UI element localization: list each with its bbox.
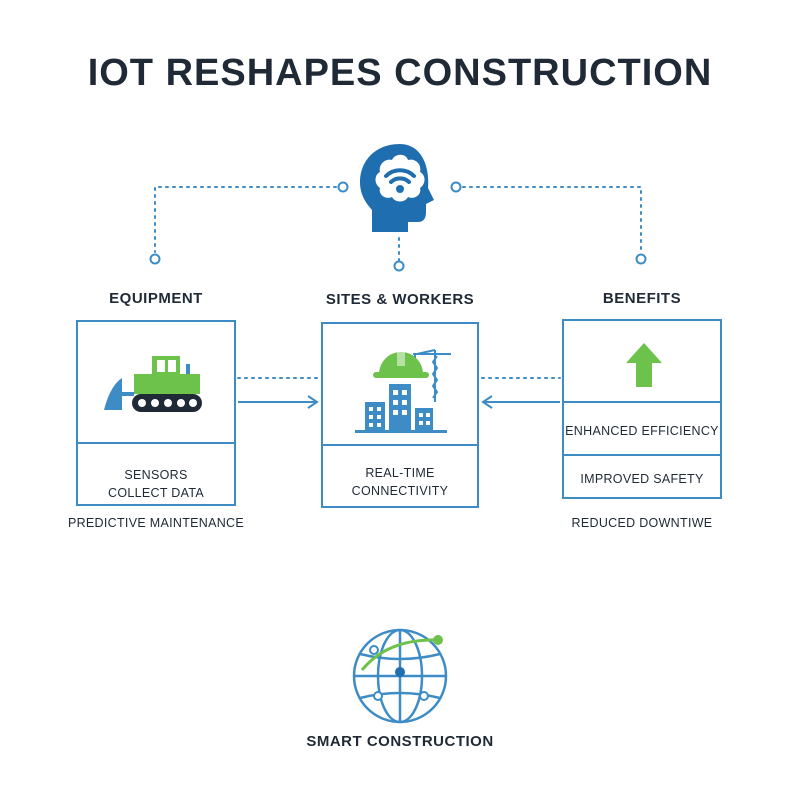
sites-divider (323, 444, 477, 446)
brain-wifi-head-icon (360, 144, 434, 232)
benefits-divider-1 (564, 401, 720, 403)
globe-network-icon (352, 628, 448, 724)
equipment-box-text: SENSORS COLLECT DATA (108, 468, 204, 500)
benefits-label: BENEFITS (602, 290, 682, 307)
benefits-divider-2 (564, 454, 720, 456)
bulldozer-icon (104, 356, 202, 412)
construction-site-icon (355, 349, 451, 433)
sites-label: SITES & WORKERS (325, 291, 475, 308)
equipment-box: SENSORS COLLECT DATA (76, 320, 236, 506)
equipment-divider (78, 442, 234, 444)
page-title: IOT RESHAPES CONSTRUCTION (87, 52, 713, 94)
up-arrow-icon (626, 343, 662, 387)
footer-label: SMART CONSTRUCTION (306, 733, 494, 750)
benefits-caption: REDUCED DOWNTIWE (571, 516, 713, 530)
sites-box: REAL-TIME CONNECTIVITY (321, 322, 479, 508)
benefits-box: ENHANCED EFFICIENCY IMPROVED SAFETY (562, 319, 722, 499)
equipment-caption: PREDICTIVE MAINTENANCE (67, 516, 245, 530)
sites-box-text: REAL-TIME CONNECTIVITY (351, 466, 449, 498)
benefit-item-efficiency: ENHANCED EFFICIENCY (565, 424, 719, 438)
benefit-item-safety: IMPROVED SAFETY (580, 472, 704, 486)
equipment-label: EQUIPMENT (109, 290, 203, 307)
